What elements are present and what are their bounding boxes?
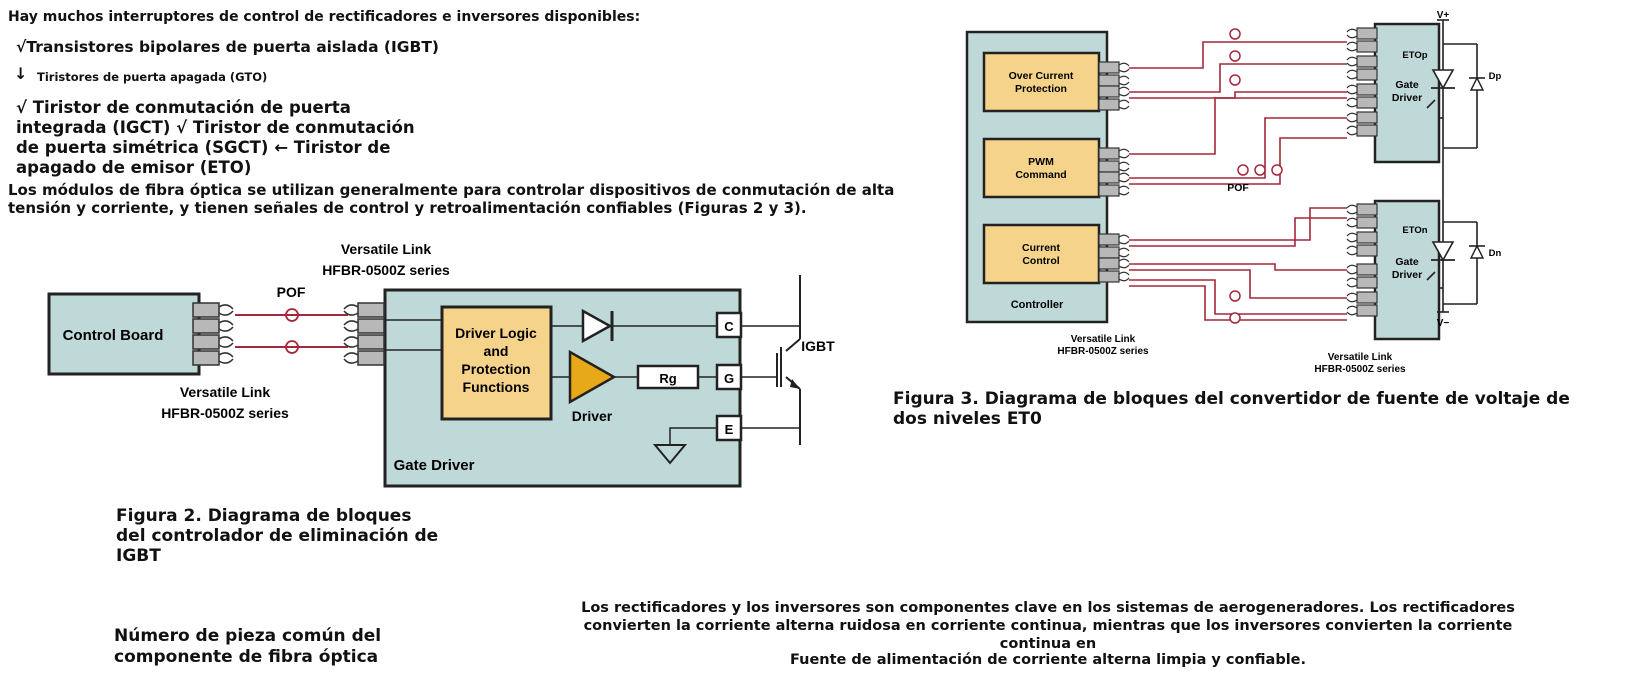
ground-icon xyxy=(652,444,688,465)
fiber-loop-icon xyxy=(1229,50,1241,62)
versatile-link-top-label: Versatile Link xyxy=(341,241,431,257)
bottom-paragraph: Los rectificadores y los inversores son … xyxy=(581,600,1515,652)
pof-label: POF xyxy=(277,284,306,300)
connector-icon xyxy=(343,302,385,334)
fiber-optic-paragraph: Los módulos de fibra óptica se utilizan … xyxy=(8,181,895,217)
terminal-g xyxy=(715,363,743,391)
etop-label: ETOp xyxy=(1402,50,1427,61)
driver-logic-line2: and xyxy=(484,343,509,359)
fiber-loop-icon xyxy=(1229,290,1241,302)
fiber-loop-icon xyxy=(285,308,299,322)
intro-text: Hay muchos interruptores de control de r… xyxy=(8,9,641,25)
figure-3-diagram: Controller Over Current Protection PWM C… xyxy=(965,10,1502,375)
vplus-label: V+ xyxy=(1437,10,1450,21)
current-control-line1: Current xyxy=(1022,242,1060,254)
fiber-loop-icon xyxy=(1229,74,1241,86)
over-current-line2: Protection xyxy=(1015,83,1067,95)
versatile-link-left-series: HFBR-0500Z series xyxy=(1057,346,1149,357)
diode-icon xyxy=(581,308,613,344)
versatile-link-left-label: Versatile Link xyxy=(1071,334,1136,345)
versatile-link-right-series: HFBR-0500Z series xyxy=(1314,364,1406,375)
pof-label: POF xyxy=(1227,182,1249,194)
pwm-line2: Command xyxy=(1015,169,1066,181)
gate-driver-bottom-line1: Gate xyxy=(1395,256,1419,268)
over-current-protection-block xyxy=(982,51,1101,113)
driver-logic-block xyxy=(440,305,553,421)
bullet-igbt: √Transistores bipolares de puerta aislad… xyxy=(16,38,439,56)
pwm-command-block xyxy=(982,137,1101,199)
part-number-heading: Número de pieza común del componente de … xyxy=(114,626,382,667)
current-control-block xyxy=(982,223,1101,285)
gate-driver-top-block xyxy=(1373,22,1441,164)
fiber-loop-icon xyxy=(285,340,299,354)
eto-bottom-icon xyxy=(1431,241,1455,262)
eto-top-icon xyxy=(1431,69,1455,90)
versatile-link-bottom-series: HFBR-0500Z series xyxy=(161,405,289,421)
vminus-label: V− xyxy=(1437,318,1450,329)
controller-label: Controller xyxy=(1011,299,1064,311)
versatile-link-right-label: Versatile Link xyxy=(1328,352,1393,363)
gate-driver-bottom-line2: Driver xyxy=(1392,269,1422,281)
versatile-link-top-series: HFBR-0500Z series xyxy=(322,262,450,278)
dp-label: Dp xyxy=(1489,71,1502,82)
control-board-block xyxy=(47,292,201,376)
fiber-loop-icon xyxy=(1271,164,1283,176)
pwm-line1: PWM xyxy=(1028,156,1054,168)
driver-amplifier-icon xyxy=(568,349,617,405)
diode-dn-icon xyxy=(1469,244,1485,259)
igbt-transistor-icon xyxy=(776,275,801,445)
connector-icon xyxy=(343,334,385,366)
current-control-line2: Control xyxy=(1022,255,1059,267)
figure-2-caption: Figura 2. Diagrama de bloques del contro… xyxy=(116,506,439,566)
terminal-g-label: G xyxy=(724,371,734,386)
bullet-gto: Tiristores de puerta apagada (GTO) xyxy=(37,70,268,84)
arrow-down-icon: ↓ xyxy=(14,64,28,83)
terminal-c-label: C xyxy=(724,319,734,334)
dn-label: Dn xyxy=(1489,248,1502,259)
terminal-e-label: E xyxy=(725,422,734,437)
gate-driver-bottom-block xyxy=(1373,199,1441,341)
fiber-loop-icon xyxy=(1229,312,1241,324)
driver-logic-line4: Functions xyxy=(463,379,530,395)
rg-label: Rg xyxy=(659,371,676,386)
igbt-label: IGBT xyxy=(801,338,835,354)
fiber-loop-icon xyxy=(1229,28,1241,40)
over-current-line1: Over Current xyxy=(1009,70,1074,82)
diode-dp-icon xyxy=(1469,76,1485,91)
bottom-paragraph-continued: Fuente de alimentación de corriente alte… xyxy=(789,652,1307,668)
versatile-link-bottom-label: Versatile Link xyxy=(180,384,270,400)
fiber-loop-icon xyxy=(1237,164,1249,176)
driver-logic-line1: Driver Logic xyxy=(455,325,537,341)
fiber-routes xyxy=(1129,41,1347,321)
bullet-igct-sgct-eto: √ Tiristor de conmutación de puerta inte… xyxy=(16,98,415,177)
figure-2-diagram: Control Board POF Versatile Link HFBR-05… xyxy=(47,241,835,488)
fiber-loop-icon xyxy=(1254,164,1266,176)
gate-driver-top-line1: Gate xyxy=(1395,79,1419,91)
control-board-label: Control Board xyxy=(63,327,164,344)
driver-label: Driver xyxy=(572,408,613,424)
gate-driver-top-line2: Driver xyxy=(1392,92,1422,104)
driver-logic-line3: Protection xyxy=(461,361,530,377)
eton-label: ETOn xyxy=(1402,225,1427,236)
eto-power-stage xyxy=(1426,19,1478,313)
gate-driver-label: Gate Driver xyxy=(394,457,475,474)
figure-3-caption: Figura 3. Diagrama de bloques del conver… xyxy=(893,389,1570,429)
terminal-c xyxy=(715,311,743,339)
